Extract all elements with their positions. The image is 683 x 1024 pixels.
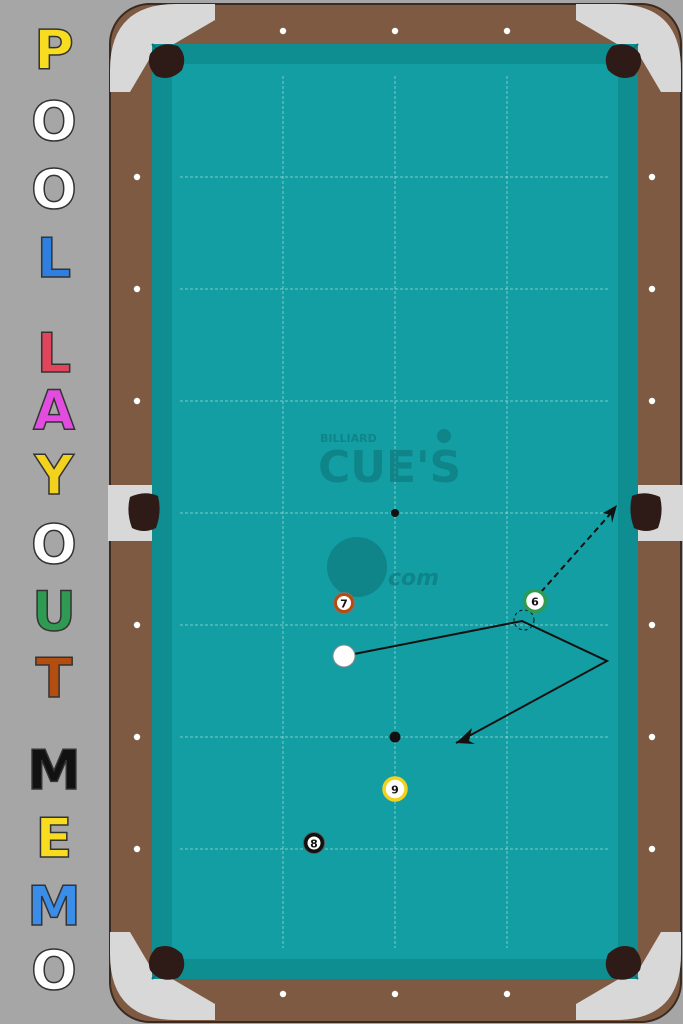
ball-6[interactable]: 6 (522, 588, 548, 614)
watermark-emblem-icon (327, 537, 387, 597)
ball-7-label: 7 (340, 598, 348, 611)
ball-9-label: 9 (391, 784, 399, 797)
title-letter: E (35, 807, 73, 870)
center-spot (391, 509, 399, 517)
watermark-small-text: BILLIARD (320, 432, 377, 445)
pocket (605, 44, 642, 78)
pocket (605, 946, 642, 980)
ball-8-label: 8 (310, 838, 318, 851)
object-path-arrowhead (603, 505, 617, 523)
title-letter: T (35, 647, 73, 710)
title-letter: Y (34, 444, 75, 507)
cue-path-arrowhead (456, 728, 475, 744)
title-letter: U (31, 580, 76, 643)
title-letter: M (26, 875, 81, 938)
object-ball-path (540, 511, 613, 593)
cue-ball-path (343, 619, 610, 744)
pocket (630, 493, 662, 531)
title-letter: M (26, 739, 81, 802)
foot-spot (389, 731, 401, 743)
title-letter: L (36, 227, 72, 290)
pockets (128, 44, 662, 980)
title-letter: O (30, 90, 77, 153)
ghost-ball (513, 609, 535, 631)
cue-ball[interactable] (332, 644, 356, 668)
pocket (148, 44, 185, 78)
ball-7[interactable]: 7 (333, 592, 355, 614)
watermark-big-text: CUE'S (318, 442, 461, 493)
pocket (128, 493, 160, 531)
title-letter: O (30, 158, 77, 221)
title-letter: O (30, 939, 77, 1002)
watermark-ball-icon (437, 429, 451, 443)
title-letter: A (32, 379, 75, 442)
ball-6-label: 6 (531, 596, 539, 609)
pocket (148, 946, 185, 980)
shot-paths (343, 505, 617, 744)
title-letter: O (30, 513, 77, 576)
title-panel: P O O L L A Y O U T M E M O (0, 0, 108, 1024)
title-letter: L (36, 322, 72, 385)
rail-diamonds (133, 27, 656, 998)
title-letter: P (33, 19, 74, 82)
ball-9[interactable]: 9 (382, 776, 408, 802)
watermark-logo: BILLIARD CUE'S com (318, 429, 461, 597)
ball-8[interactable]: 8 (303, 832, 325, 854)
pool-table: BILLIARD CUE'S com 6 7 9 8 (108, 0, 683, 1024)
watermark-suffix: com (388, 566, 439, 591)
